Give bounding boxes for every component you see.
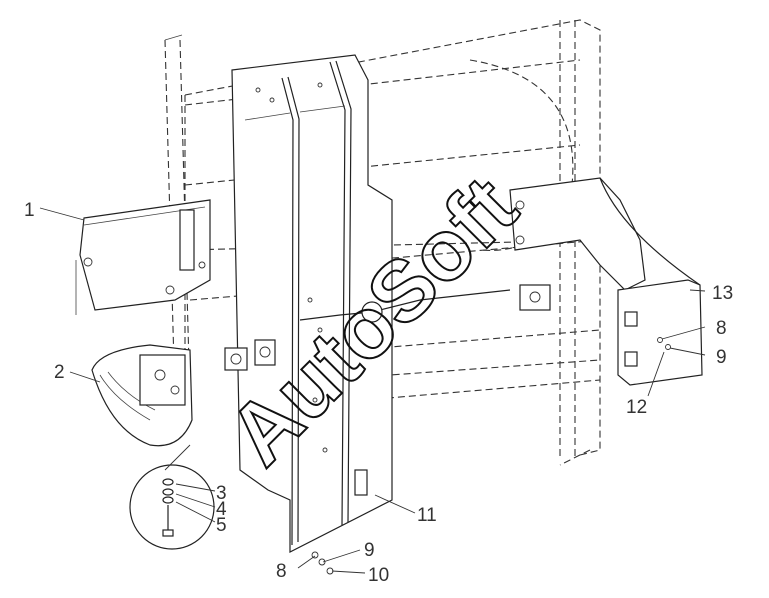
right-bracket (509, 177, 701, 291)
right-plate (617, 279, 703, 386)
left-bracket (75, 199, 211, 315)
callout-10: 10 (368, 565, 389, 586)
callout-9-bottom: 9 (364, 540, 375, 561)
callout-11: 11 (417, 505, 437, 526)
callout-12: 12 (626, 397, 647, 418)
valve-cluster (224, 284, 551, 371)
callout-3: 3 (216, 483, 227, 504)
callout-13: 13 (712, 283, 733, 304)
bottom-fasteners (311, 551, 334, 575)
leader-lines (39, 207, 706, 574)
callout-1: 1 (24, 200, 35, 221)
callout-9-right: 9 (716, 347, 727, 368)
callout-5: 5 (216, 515, 227, 536)
center-panel (231, 54, 393, 553)
lamp-assembly (91, 344, 193, 447)
callout-8-right: 8 (716, 318, 727, 339)
fastener-detail (129, 444, 215, 550)
callout-2: 2 (54, 362, 65, 383)
callout-8-bottom: 8 (276, 561, 287, 582)
callout-4: 4 (216, 499, 227, 520)
